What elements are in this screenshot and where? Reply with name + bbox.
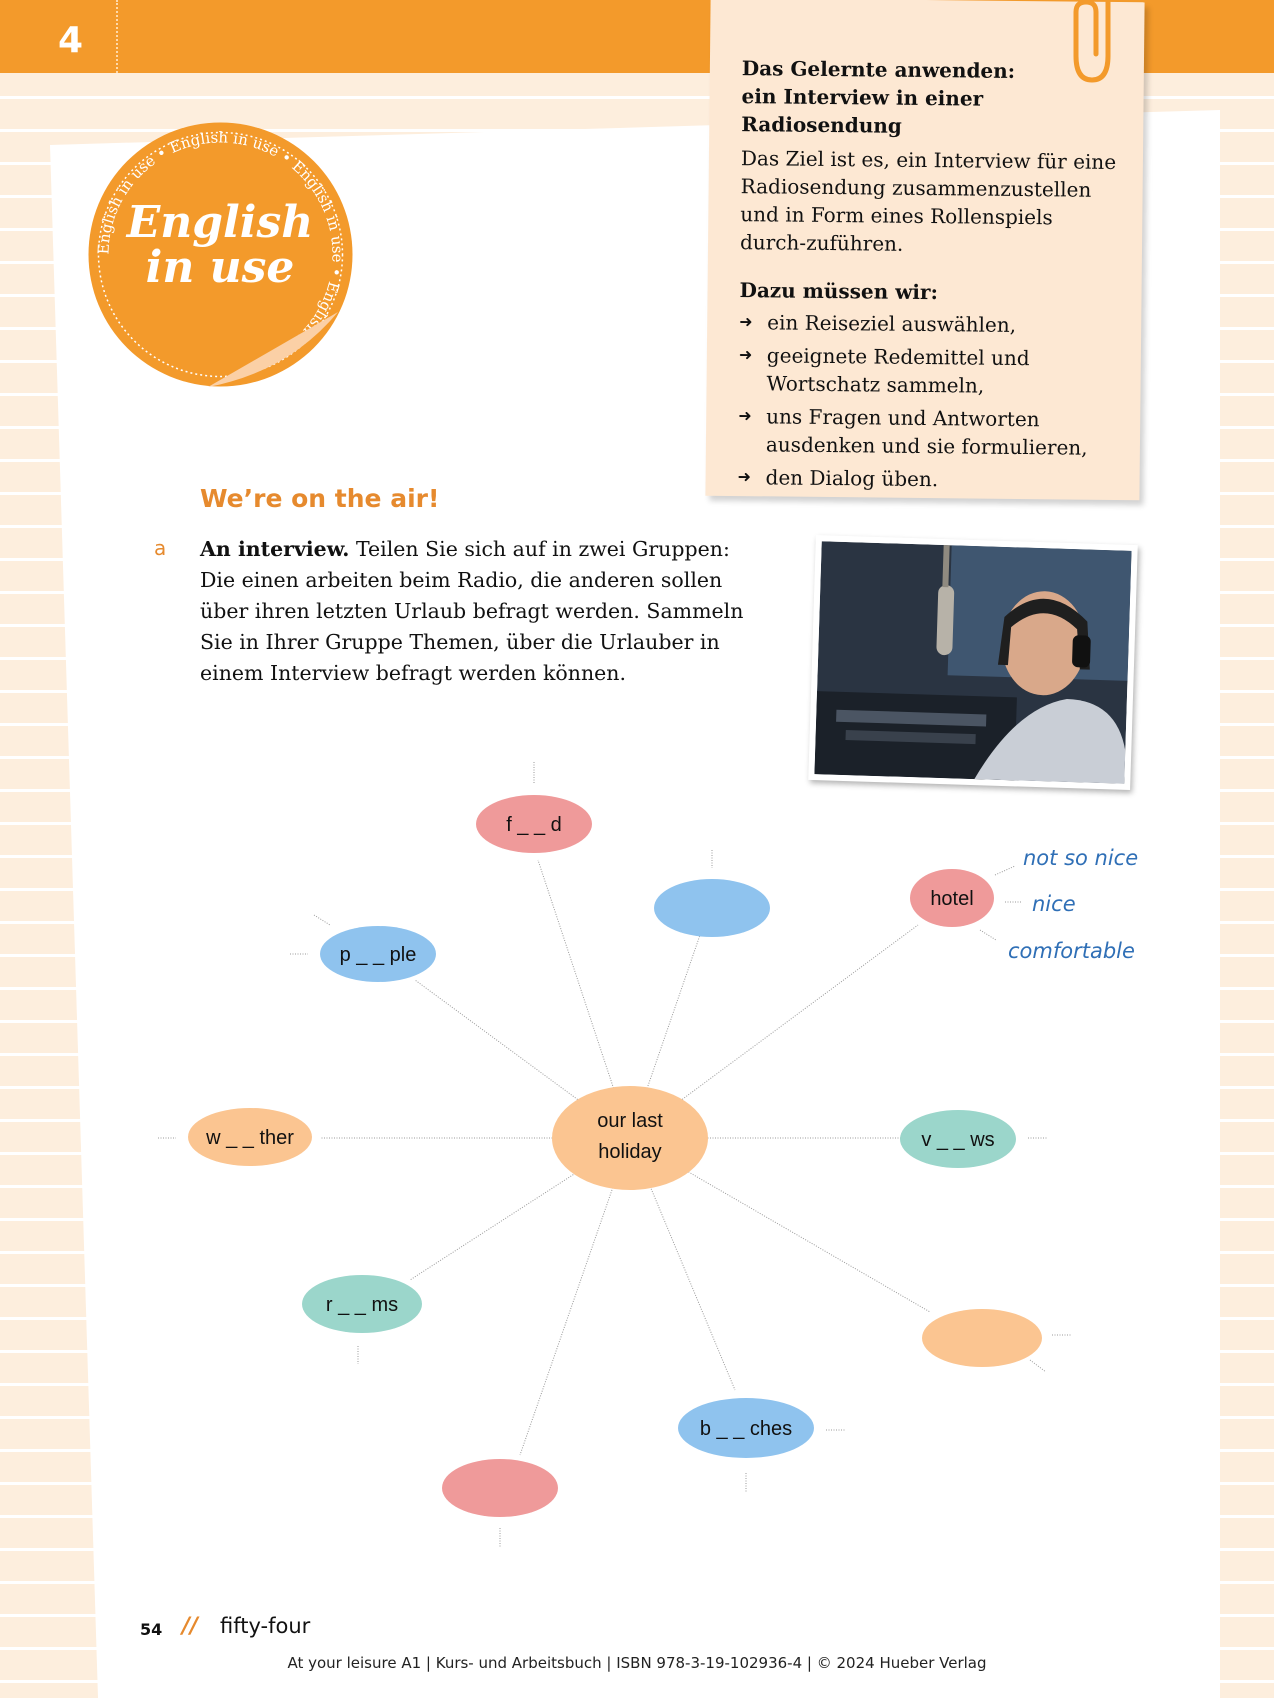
bubble-blank-blue xyxy=(654,879,770,937)
chapter-divider xyxy=(116,0,118,73)
bubble-rooms xyxy=(302,1275,422,1333)
bubble-rooms-label: r _ _ ms xyxy=(326,1294,398,1316)
task-text: An interview. Teilen Sie sich auf in zwe… xyxy=(200,534,760,689)
bubble-weather-label: w _ _ ther xyxy=(205,1127,294,1149)
paperclip-icon xyxy=(1073,0,1111,83)
page-number-word: fifty-four xyxy=(220,1614,311,1638)
bubble-people-label: p _ _ ple xyxy=(340,944,417,966)
page-number: 54 xyxy=(140,1620,163,1639)
bubble-beaches-label: b _ _ ches xyxy=(700,1418,792,1440)
handwritten-note: comfortable xyxy=(1008,939,1135,963)
note-list-item: ➜uns Fragen und Antworten ausdenken und … xyxy=(738,402,1121,462)
task-letter: a xyxy=(154,536,167,560)
bubble-beaches xyxy=(678,1398,814,1458)
badge-curl-icon xyxy=(208,312,338,387)
note-title-line1: Das Gelernte anwenden: xyxy=(741,56,1016,83)
note-list-item: ➜geeignete Redemittel und Wortschatz sam… xyxy=(738,341,1121,401)
note-body: Das Ziel ist es, ein Interview für eine … xyxy=(739,146,1117,256)
note-list-item: ➜den Dialog üben. xyxy=(737,463,1119,495)
english-in-use-badge: English in use • English in use • Englis… xyxy=(88,122,353,387)
badge-title-line2: in use xyxy=(146,242,295,293)
center-label-line2: holiday xyxy=(598,1141,661,1163)
arrow-right-icon: ➜ xyxy=(738,406,752,426)
bubble-people xyxy=(320,926,436,982)
bubble-hotel xyxy=(910,869,994,927)
mindmap: f _ _ d hotel p _ _ ple our last holiday… xyxy=(158,762,1138,1548)
handwritten-note: not so nice xyxy=(1023,846,1138,870)
task-instructions: Teilen Sie sich auf in zwei Gruppen: Die… xyxy=(200,537,744,685)
arrow-right-icon: ➜ xyxy=(739,312,753,332)
task-bold: An interview. xyxy=(200,537,350,561)
bubble-center xyxy=(552,1086,708,1190)
radio-host-photo xyxy=(808,535,1138,790)
note-list: ➜ein Reiseziel auswählen, ➜geeignete Red… xyxy=(737,308,1121,495)
bubble-views-label: v _ _ ws xyxy=(921,1129,994,1151)
bubble-food xyxy=(476,795,592,853)
section-heading: We’re on the air! xyxy=(200,484,440,513)
chapter-number: 4 xyxy=(58,20,84,61)
bubble-food-label: f _ _ d xyxy=(506,814,562,836)
footer-credit: At your leisure A1 | Kurs- und Arbeitsbu… xyxy=(287,1654,987,1672)
note-title-line2: ein Interview in einer Radiosendung xyxy=(741,84,984,138)
bubble-hotel-label: hotel xyxy=(930,888,973,910)
arrow-right-icon: ➜ xyxy=(738,345,753,365)
note-subtitle: Dazu müssen wir: xyxy=(739,278,939,305)
arrow-right-icon: ➜ xyxy=(737,467,752,487)
bubble-blank-pink xyxy=(442,1459,558,1517)
footer-separator: // xyxy=(182,1614,199,1639)
note-list-item: ➜ein Reiseziel auswählen, xyxy=(739,308,1121,340)
bubble-views xyxy=(900,1110,1016,1168)
handwritten-note: nice xyxy=(1032,892,1076,916)
bubble-blank-peach xyxy=(922,1309,1042,1367)
radio-host-image xyxy=(814,541,1132,784)
badge-title-line1: English xyxy=(125,197,313,248)
bubble-weather xyxy=(188,1108,312,1166)
center-label-line1: our last xyxy=(597,1110,663,1132)
